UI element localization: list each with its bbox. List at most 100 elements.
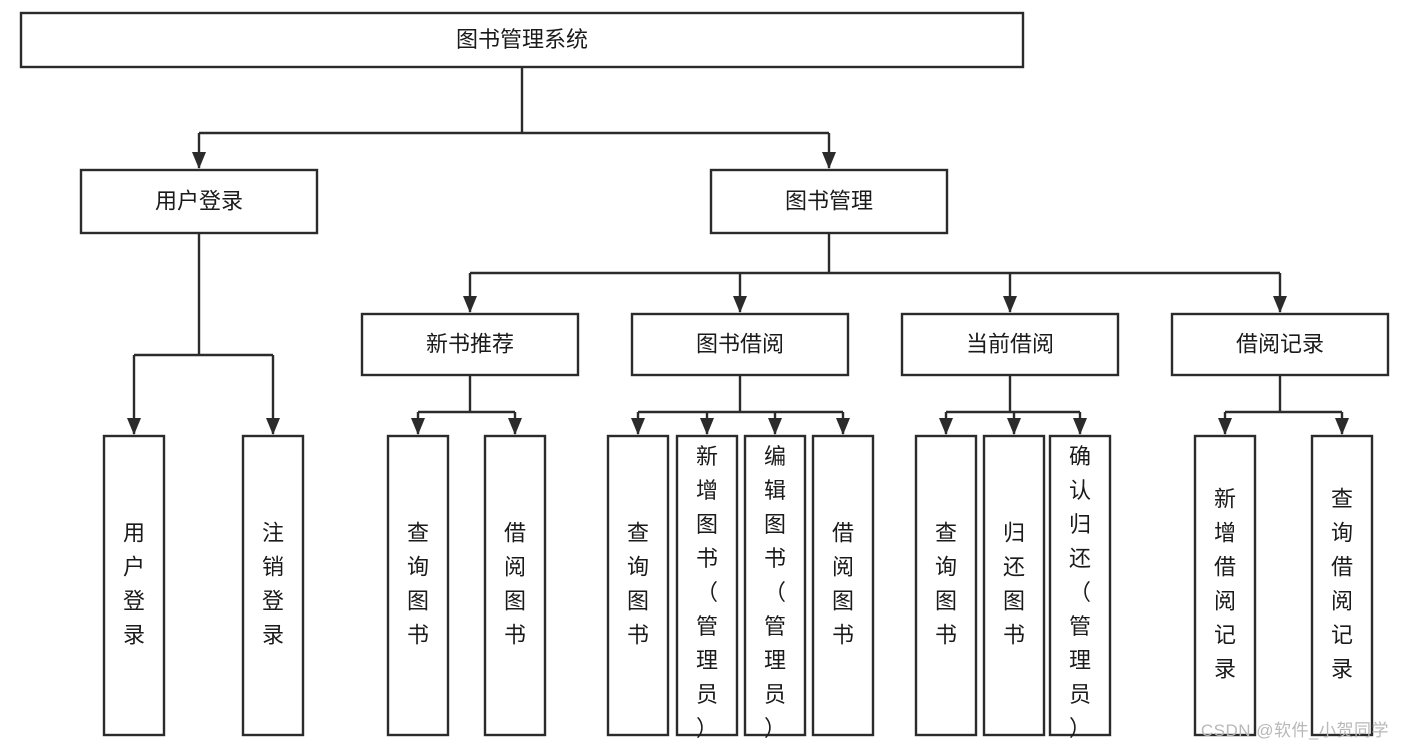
node-book-borrow[interactable]: 图书借阅 — [630, 312, 850, 377]
node-label-char: 阅 — [1331, 588, 1353, 613]
node-label-char: 图 — [764, 512, 786, 537]
node-label-char: 借 — [832, 520, 854, 545]
node-label-char: 书 — [627, 622, 649, 647]
node-border-leaf-add-borrow-record — [1193, 434, 1257, 737]
arrow-head-icon — [1218, 418, 1232, 435]
node-label-char: （ — [764, 580, 786, 605]
node-label-char: 书 — [504, 622, 526, 647]
arrow-head-icon — [1003, 296, 1017, 313]
node-label-char: 录 — [1331, 656, 1353, 681]
node-label-char: 图 — [1003, 588, 1025, 613]
node-label-char: 编 — [764, 444, 786, 469]
node-current-borrow[interactable]: 当前借阅 — [900, 312, 1120, 377]
node-border-leaf-query-book-recommend — [386, 434, 450, 737]
node-root[interactable]: 图书管理系统 — [19, 11, 1025, 69]
node-label-char: （ — [1069, 580, 1091, 605]
node-book-management[interactable]: 图书管理 — [709, 168, 949, 235]
node-label-char: 理 — [1069, 648, 1091, 673]
node-label-user-login: 用户登录 — [155, 188, 243, 213]
node-border-root — [19, 11, 1025, 69]
node-border-borrow-record — [1170, 312, 1390, 377]
node-label-char: 登 — [262, 588, 284, 613]
node-label-new-book-recommend: 新书推荐 — [426, 331, 514, 356]
node-label-char: 归 — [1069, 512, 1091, 537]
arrow-head-icon — [266, 418, 280, 435]
arrow-head-icon — [508, 418, 522, 435]
node-label-char: 查 — [1331, 486, 1353, 511]
node-label-char: 图 — [696, 512, 718, 537]
node-border-leaf-query-book-current — [914, 434, 978, 737]
node-label-char: 录 — [123, 622, 145, 647]
node-border-new-book-recommend — [360, 312, 580, 377]
node-label-char: 新 — [1214, 486, 1236, 511]
node-label-char: ） — [696, 716, 718, 741]
node-label-char: 查 — [627, 520, 649, 545]
node-label-current-borrow: 当前借阅 — [966, 331, 1054, 356]
node-label-char: 书 — [935, 622, 957, 647]
node-label-borrow-record: 借阅记录 — [1236, 331, 1324, 356]
arrow-head-icon — [192, 152, 206, 169]
node-new-book-recommend[interactable]: 新书推荐 — [360, 312, 580, 377]
node-label-char: 员 — [764, 682, 786, 707]
arrow-head-icon — [463, 296, 477, 313]
node-label-char: 员 — [696, 682, 718, 707]
node-border-leaf-borrow-book-recommend — [483, 434, 547, 737]
node-label-char: 认 — [1069, 478, 1091, 503]
node-label-char: 图 — [504, 588, 526, 613]
node-label-char: 销 — [262, 554, 284, 579]
node-user-login[interactable]: 用户登录 — [79, 168, 319, 235]
node-border-leaf-return-book — [982, 434, 1046, 737]
node-label-char: 辑 — [764, 478, 786, 503]
arrow-head-icon — [1335, 418, 1349, 435]
node-border-user-login — [79, 168, 319, 235]
node-label-char: 新 — [696, 444, 718, 469]
node-borrow-record[interactable]: 借阅记录 — [1170, 312, 1390, 377]
node-label-char: 用 — [123, 520, 145, 545]
node-label-char: 理 — [696, 648, 718, 673]
node-border-book-borrow — [630, 312, 850, 377]
arrow-head-icon — [836, 418, 850, 435]
node-border-leaf-logout-login — [241, 434, 305, 737]
arrow-head-icon — [411, 418, 425, 435]
node-label-char: 阅 — [504, 554, 526, 579]
node-label-char: 图 — [935, 588, 957, 613]
node-label-char: 管 — [1069, 614, 1091, 639]
node-boxes-group: 图书管理系统用户登录图书管理新书推荐图书借阅当前借阅借阅记录用户登录注销登录查询… — [19, 11, 1390, 741]
node-label-char: 录 — [262, 622, 284, 647]
node-border-leaf-confirm-return-admin — [1048, 434, 1112, 737]
node-label-char: 记 — [1214, 622, 1236, 647]
node-label-char: 书 — [696, 546, 718, 571]
node-border-leaf-user-login — [102, 434, 166, 737]
node-label-char: 书 — [764, 546, 786, 571]
node-label-char: 还 — [1069, 546, 1091, 571]
leaf-node-leaf-user-login[interactable]: 用户登录 — [102, 434, 166, 737]
node-label-char: 询 — [1331, 520, 1353, 545]
node-label-root: 图书管理系统 — [456, 27, 588, 52]
node-label-char: 阅 — [832, 554, 854, 579]
node-border-book-management — [709, 168, 949, 235]
arrow-head-icon — [939, 418, 953, 435]
node-label-char: 书 — [832, 622, 854, 647]
node-label-char: 借 — [1331, 554, 1353, 579]
arrow-head-icon — [631, 418, 645, 435]
node-label-char: 询 — [935, 554, 957, 579]
node-label-char: 录 — [1214, 656, 1236, 681]
arrow-head-icon — [1073, 418, 1087, 435]
arrow-head-icon — [768, 418, 782, 435]
node-border-leaf-borrow-book — [811, 434, 875, 737]
node-label-char: 图 — [832, 588, 854, 613]
node-label-char: 还 — [1003, 554, 1025, 579]
